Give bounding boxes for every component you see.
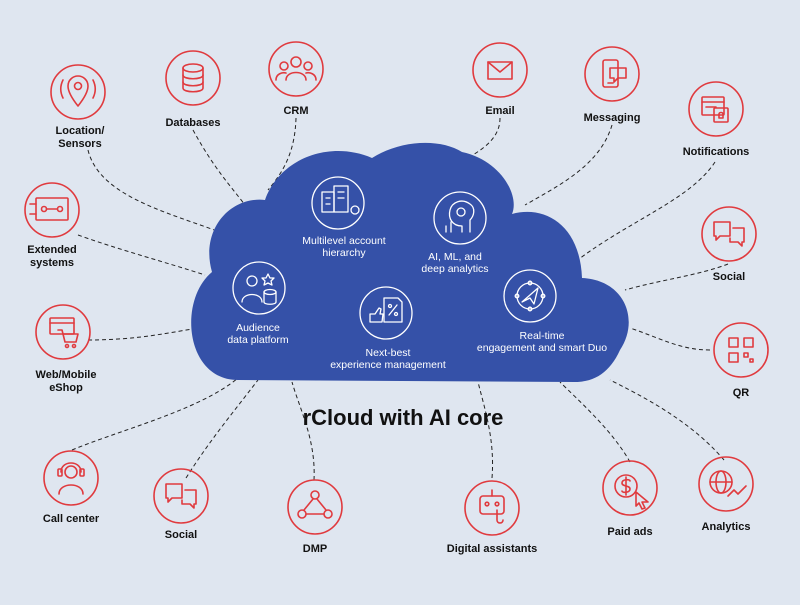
node-social-left: Social <box>153 468 209 541</box>
cloud-item-realtime: Real-time engagement and smart Duo <box>477 269 607 354</box>
dmp-label: DMP <box>303 543 327 555</box>
location-label-2: Sensors <box>58 138 101 150</box>
connector-extended <box>77 234 206 276</box>
connector-notifications <box>574 161 716 263</box>
extended-label-1: Extended <box>27 244 77 256</box>
audience-label-2: data platform <box>227 334 289 346</box>
connector-crm <box>267 117 297 191</box>
analytics-label: Analytics <box>702 521 751 533</box>
circuit-icon <box>29 197 69 221</box>
connector-social-right <box>624 263 729 291</box>
node-notifications: Notifications <box>683 81 750 158</box>
node-social-right: Social <box>701 206 757 283</box>
network-icon <box>514 280 546 312</box>
notifications-label: Notifications <box>683 146 750 158</box>
connector-assistants <box>477 381 494 479</box>
cloud-item-ai: AI, ML, and deep analytics <box>421 191 489 275</box>
connector-dmp <box>291 381 315 481</box>
connector-social-left <box>185 379 259 479</box>
node-extended: Extended systems <box>24 182 80 269</box>
crm-label: CRM <box>283 105 308 117</box>
qr-code-icon <box>728 337 754 363</box>
chat-bubbles-icon <box>165 483 197 509</box>
callcenter-label: Call center <box>43 513 100 525</box>
buildings-icon <box>321 185 360 215</box>
location-label-1: Location/ <box>56 125 105 137</box>
node-qr: QR <box>713 322 769 399</box>
people-icon <box>275 56 317 81</box>
connector-analytics <box>609 379 725 461</box>
node-crm: CRM <box>268 41 324 117</box>
node-location: Location/ Sensors <box>50 64 106 150</box>
ai-label-2: deep analytics <box>421 263 488 275</box>
notification-icon <box>701 96 729 123</box>
webshop-label-1: Web/Mobile <box>36 369 97 381</box>
node-paidads: Paid ads <box>602 460 658 538</box>
envelope-icon <box>487 61 513 80</box>
qr-label: QR <box>733 387 750 399</box>
webshop-label-2: eShop <box>49 382 83 394</box>
cloud-item-account: Multilevel account hierarchy <box>302 176 386 259</box>
cloud-item-audience: Audience data platform <box>227 261 289 346</box>
connector-databases <box>192 129 246 206</box>
node-assistants: Digital assistants <box>447 480 537 555</box>
globe-chart-icon <box>709 470 747 497</box>
paidads-label: Paid ads <box>607 526 652 538</box>
realtime-label-2: engagement and smart Duo <box>477 342 607 354</box>
messaging-label: Messaging <box>584 112 641 124</box>
connector-callcenter <box>71 377 239 451</box>
social-left-label: Social <box>165 529 197 541</box>
social-right-label: Social <box>713 271 745 283</box>
node-callcenter: Call center <box>43 450 100 525</box>
account-label-1: Multilevel account <box>302 235 386 247</box>
ai-label-1: AI, ML, and <box>428 251 482 263</box>
phone-chat-icon <box>602 59 627 88</box>
chat-bubbles-icon <box>713 221 745 247</box>
connector-paidads <box>559 381 631 463</box>
connector-qr <box>629 327 711 351</box>
headset-icon <box>57 462 85 495</box>
database-icon <box>182 63 204 93</box>
audience-label-1: Audience <box>236 322 280 334</box>
brain-icon <box>445 200 475 233</box>
node-messaging: Messaging <box>584 46 641 124</box>
databases-label: Databases <box>165 117 220 129</box>
shopping-cart-icon <box>49 317 79 349</box>
dollar-click-icon <box>614 474 649 510</box>
email-label: Email <box>485 105 514 117</box>
nextbest-label-2: experience management <box>330 359 446 371</box>
audience-icon <box>241 273 277 305</box>
node-dmp: DMP <box>287 479 343 555</box>
tag-icon <box>369 297 403 323</box>
account-label-2: hierarchy <box>322 247 366 259</box>
network-people-icon <box>297 490 333 519</box>
robot-icon <box>479 489 505 524</box>
node-webshop: Web/Mobile eShop <box>35 304 97 394</box>
diagram-title: rCloud with AI core <box>303 405 504 430</box>
connector-webshop <box>87 327 201 341</box>
node-email: Email <box>472 42 528 117</box>
realtime-label-1: Real-time <box>520 330 565 342</box>
extended-label-2: systems <box>30 257 74 269</box>
nextbest-label-1: Next-best <box>366 347 411 359</box>
cloud-item-nextbest: Next-best experience management <box>330 286 446 371</box>
connector-messaging <box>524 124 613 206</box>
cloud-shape <box>191 142 629 382</box>
location-pin-icon <box>59 75 97 107</box>
assistants-label: Digital assistants <box>447 543 537 555</box>
node-analytics: Analytics <box>698 456 754 533</box>
node-databases: Databases <box>165 50 221 129</box>
